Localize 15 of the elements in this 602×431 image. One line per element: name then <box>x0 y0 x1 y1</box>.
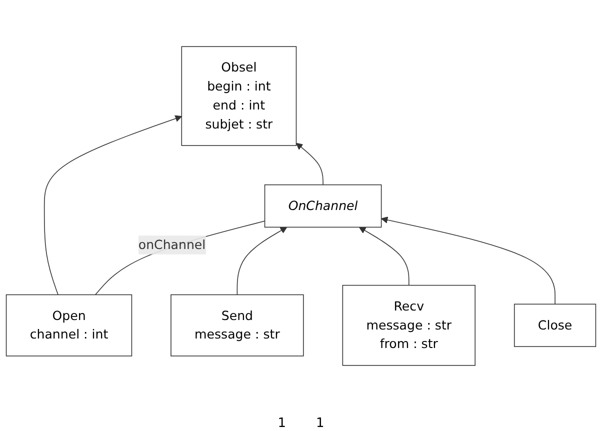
arrow <box>44 115 182 296</box>
arrow <box>296 142 324 186</box>
node-box: Obsel begin : int end : int subjet : str <box>181 46 297 146</box>
arrow <box>358 226 410 286</box>
node-box: Send message : str <box>170 294 304 356</box>
node-box: Close <box>514 304 596 347</box>
connector <box>94 220 266 296</box>
arrow <box>381 216 556 305</box>
node-box: Open channel : int <box>6 294 132 356</box>
edge-label: onChannel <box>138 237 206 252</box>
multiplicity-label: 1 <box>278 416 286 431</box>
node-box: OnChannel <box>264 184 382 228</box>
node-box: Recv message : str from : str <box>342 284 476 366</box>
arrow <box>236 226 288 296</box>
multiplicity-label: 1 <box>316 416 324 431</box>
